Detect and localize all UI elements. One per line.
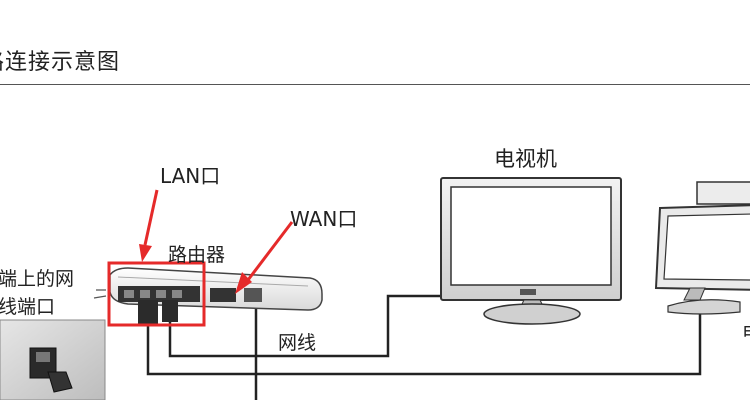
wan-port-label: WAN口: [290, 207, 358, 231]
title-divider: [0, 84, 750, 85]
lan-port-label: LAN口: [160, 164, 221, 188]
tv-label: 电视机: [494, 147, 557, 171]
wan-arrow-head: [235, 272, 252, 294]
router: [93, 267, 323, 324]
wall-port-label-line2: 线端口: [0, 296, 56, 318]
lan-arrow-shaft: [143, 189, 159, 246]
network-cable-label: 网线: [278, 332, 317, 354]
lan-highlight-box: [107, 261, 206, 327]
router-label: 路由器: [168, 244, 226, 266]
cable-router-to-tv: [168, 294, 445, 358]
computer-label-partial: 电: [742, 318, 750, 345]
wall-socket: [0, 319, 106, 400]
network-cables: [64, 292, 702, 400]
diagram-title: 路连接示意图: [0, 50, 121, 75]
computer: [654, 181, 750, 315]
cable-router-to-wall: [146, 308, 702, 376]
wall-port-label-line1: 端上的网: [0, 268, 75, 290]
callout-arrows: [139, 189, 294, 294]
lan-arrow-head: [139, 244, 152, 262]
tv: [440, 177, 622, 325]
wan-arrow-shaft: [246, 221, 294, 281]
